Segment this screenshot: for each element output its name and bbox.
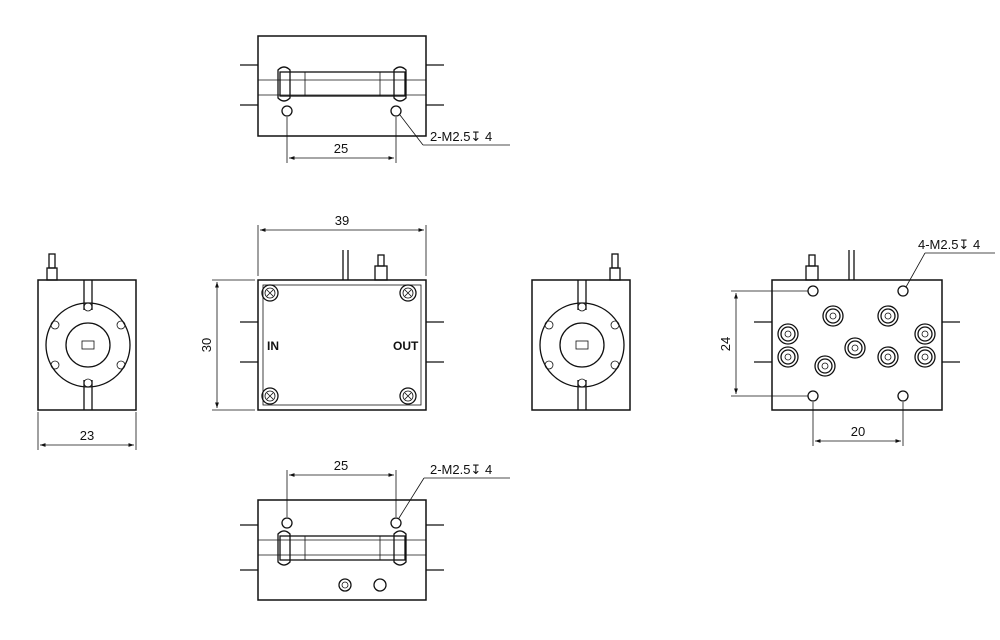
top-view: 25 2-M2.5↧ 4 xyxy=(240,35,510,163)
side-width-label: 23 xyxy=(80,428,94,443)
back-hole-spacing-label: 20 xyxy=(851,424,865,439)
front-view: IN OUT 39 30 xyxy=(199,213,444,411)
top-hole-spacing-label: 25 xyxy=(334,141,348,156)
top-hole-callout: 2-M2.5↧ 4 xyxy=(430,129,492,144)
bottom-hole-spacing-label: 25 xyxy=(334,458,348,473)
out-port-label: OUT xyxy=(393,339,419,353)
front-width-label: 39 xyxy=(335,213,349,228)
front-height-label: 30 xyxy=(199,338,214,352)
back-view: 24 20 4-M2.5↧ 4 xyxy=(718,237,995,446)
in-port-label: IN xyxy=(267,339,279,353)
back-hole-callout: 4-M2.5↧ 4 xyxy=(918,237,980,252)
bottom-hole-callout: 2-M2.5↧ 4 xyxy=(430,462,492,477)
right-side-view xyxy=(531,253,631,411)
bottom-view: 25 2-M2.5↧ 4 xyxy=(240,458,510,601)
back-height-label: 24 xyxy=(718,337,733,351)
left-side-view: 23 xyxy=(37,253,137,450)
